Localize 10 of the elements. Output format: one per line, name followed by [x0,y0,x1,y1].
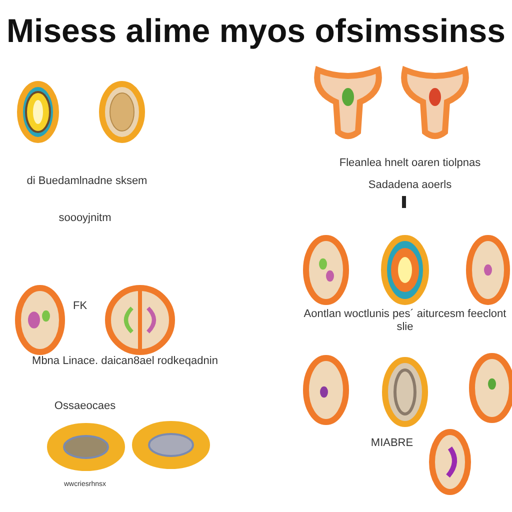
label-text: soooyjnitm [58,212,112,225]
title: Misess alime myos ofsimssinss [6,12,506,50]
label-text: Fleanlea hnelt oaren tiolpnas [338,157,482,170]
label-text: MIABRE [370,437,414,450]
label-text: Ossaeocaes [53,400,117,413]
label-text: Aontlan woctlunis pes´ aiturcesm feeclont slie [302,308,508,334]
label-text: Mbna Linace. daican8ael rodkeqadnin [31,355,219,368]
label-text: di Buedamlnadne sksem [26,175,148,188]
label-text: Sadadena aoerls [367,179,453,192]
label-text: FK [72,300,88,313]
